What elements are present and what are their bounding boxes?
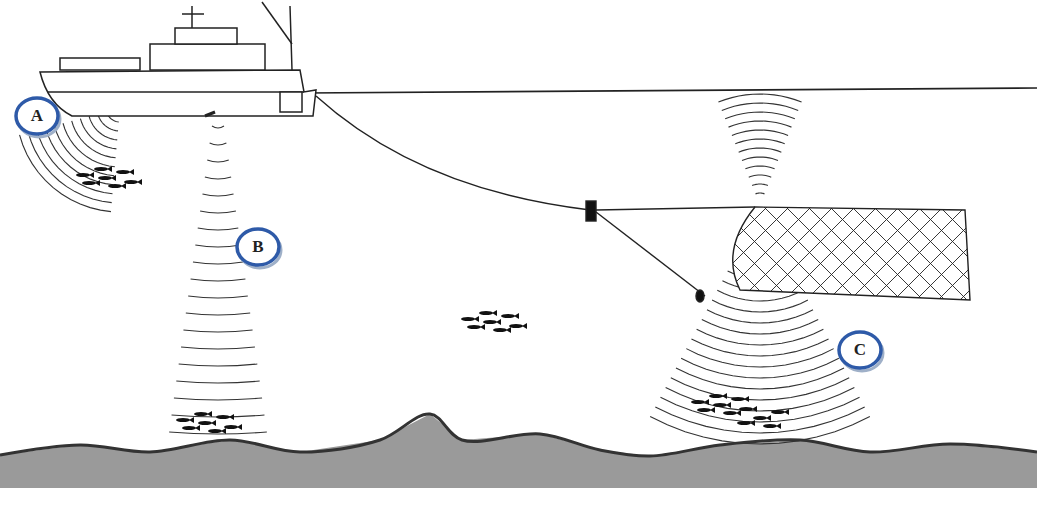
fish	[739, 406, 757, 412]
sonar-wave	[191, 279, 246, 281]
sonar-wave	[193, 262, 243, 264]
sonar-wave	[89, 116, 117, 140]
fish	[709, 393, 727, 399]
sonar-wave	[745, 166, 774, 169]
sonar-wave	[671, 378, 849, 400]
fish	[108, 183, 126, 189]
fish	[467, 324, 485, 330]
fish	[479, 310, 497, 316]
sonar-wave	[207, 160, 229, 162]
sonar-wave	[686, 349, 833, 367]
sonar-wave	[37, 130, 113, 193]
callout-letter: C	[854, 340, 866, 360]
fish	[723, 410, 741, 416]
sonar-wave	[212, 126, 224, 128]
sonar-wave	[198, 228, 239, 230]
water-surface	[305, 88, 1037, 93]
fish	[691, 399, 709, 405]
fish	[737, 420, 755, 426]
fish	[771, 409, 789, 415]
fish	[198, 420, 216, 426]
fish	[98, 175, 116, 181]
sonar-wave	[210, 143, 227, 145]
sonar-wave	[181, 347, 255, 349]
fish	[461, 316, 479, 322]
sonar-wave	[697, 329, 824, 345]
sonar-wave	[176, 381, 259, 383]
fish	[509, 323, 527, 329]
fish	[731, 396, 749, 402]
sonar-wave	[660, 397, 859, 422]
fish	[483, 319, 501, 325]
sonar-wave	[186, 313, 250, 315]
fish	[194, 411, 212, 417]
sonar-wave	[195, 245, 240, 247]
fish	[697, 407, 715, 413]
callout-letter: B	[252, 237, 263, 257]
sonar-wave	[749, 175, 771, 177]
sonar-wave	[732, 130, 788, 135]
sonar-wave	[742, 157, 778, 160]
sonar-wave	[650, 417, 870, 444]
callout-circle: B	[234, 226, 282, 268]
fish	[94, 166, 112, 172]
sonar-wave	[54, 126, 114, 176]
fish	[176, 417, 194, 423]
sonar-wave	[718, 94, 801, 102]
sonar-wave	[183, 330, 252, 332]
sonar-wave	[756, 192, 765, 194]
sonar-wave	[666, 387, 855, 411]
sonar-wave	[179, 364, 258, 366]
fish	[501, 313, 519, 319]
sonar-wave	[188, 296, 248, 298]
vessel	[40, 2, 316, 116]
sonar-wave	[702, 319, 818, 334]
fish	[76, 172, 94, 178]
callout-circle: C	[836, 329, 884, 371]
sonar-wave	[200, 211, 236, 213]
sonar-wave	[681, 358, 839, 378]
fish	[216, 414, 234, 420]
sonar-wave	[655, 407, 864, 433]
sonar-wave	[712, 300, 808, 312]
fish	[182, 425, 200, 431]
sonar-wave	[72, 121, 116, 158]
sonar-wave	[20, 135, 111, 212]
callout-circle: A	[13, 95, 61, 137]
seabed-line	[0, 414, 1037, 456]
fish	[493, 327, 511, 333]
sonar-wave	[722, 103, 798, 110]
sonar-wave	[205, 177, 231, 179]
fish	[208, 428, 226, 434]
fish	[753, 415, 771, 421]
sonar-wave	[46, 128, 114, 185]
sonar-wave	[676, 368, 844, 389]
callout-letter: A	[31, 106, 43, 126]
sonar-wave	[202, 194, 233, 196]
sonar-wave	[691, 339, 828, 356]
fish	[82, 180, 100, 186]
sonar-wave	[725, 112, 795, 119]
seabed	[0, 414, 1037, 488]
seabed-fill	[0, 414, 1037, 488]
sonar-wave	[735, 139, 784, 144]
fish	[116, 169, 134, 175]
sonar-wave	[752, 184, 768, 186]
trawl-gear	[316, 96, 1037, 302]
fish	[713, 402, 731, 408]
sonar-wave	[729, 121, 792, 127]
fish	[224, 424, 242, 430]
sonar-wave	[63, 123, 115, 167]
sonar-wave	[28, 133, 111, 203]
sonar-wave	[739, 148, 782, 152]
fish-schools	[76, 166, 789, 434]
fish	[763, 423, 781, 429]
sonar-wave	[174, 398, 262, 400]
sonar-wave	[707, 310, 813, 323]
fish	[124, 179, 142, 185]
